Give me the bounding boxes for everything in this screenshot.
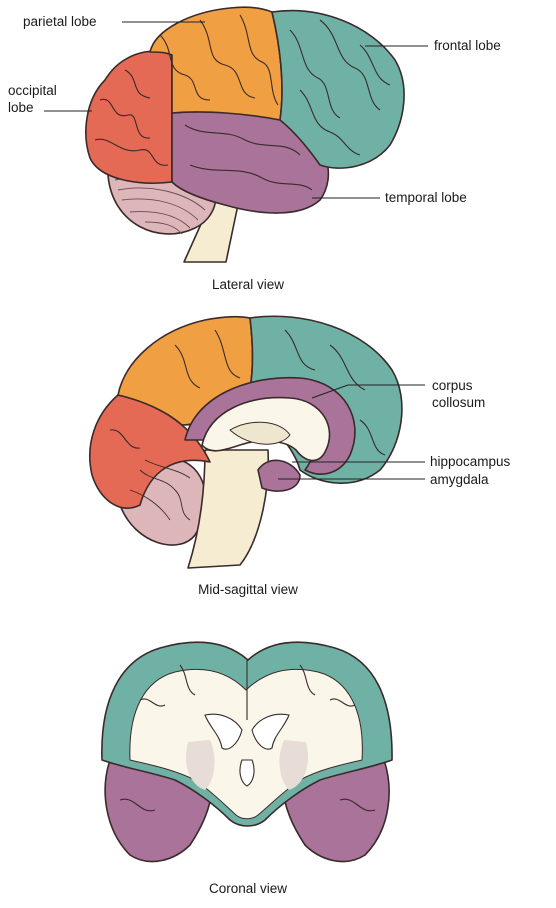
coronal-white-matter (129, 668, 363, 820)
mid-thalamus (229, 421, 291, 445)
coronal-nuclei-right (279, 740, 309, 790)
mid-amygdala (257, 459, 301, 492)
coronal-ventricle-left (204, 713, 243, 750)
caption-lateral-view: Lateral view (211, 277, 285, 292)
lateral-frontal (271, 9, 405, 169)
label-corpus-collosum: corpus collosum (432, 378, 486, 410)
caption-midsagittal-view: Mid-sagittal view (198, 582, 298, 597)
mid-arbor-vitae (129, 459, 191, 521)
label-frontal-lobe: frontal lobe (434, 38, 501, 53)
lateral-view-brain (85, 6, 405, 263)
label-hippocampus: hippocampus (430, 454, 511, 469)
midsagittal-view-brain (89, 315, 403, 569)
midsagittal-leader-lines (278, 384, 425, 480)
coronal-view-brain (101, 641, 393, 863)
lateral-occipital (85, 50, 173, 184)
label-parietal-lobe: parietal lobe (23, 14, 97, 29)
coronal-third-ventricle (239, 759, 255, 787)
label-occipital-lobe: occipital lobe (8, 83, 57, 115)
lateral-leader-lines (44, 21, 428, 199)
coronal-nuclei-left (185, 740, 215, 790)
label-temporal-lobe: temporal lobe (385, 190, 467, 205)
coronal-ventricle-right (251, 713, 290, 750)
label-amygdala: amygdala (430, 472, 489, 487)
leader-corpus (311, 384, 349, 399)
caption-coronal-view: Coronal view (208, 881, 288, 896)
